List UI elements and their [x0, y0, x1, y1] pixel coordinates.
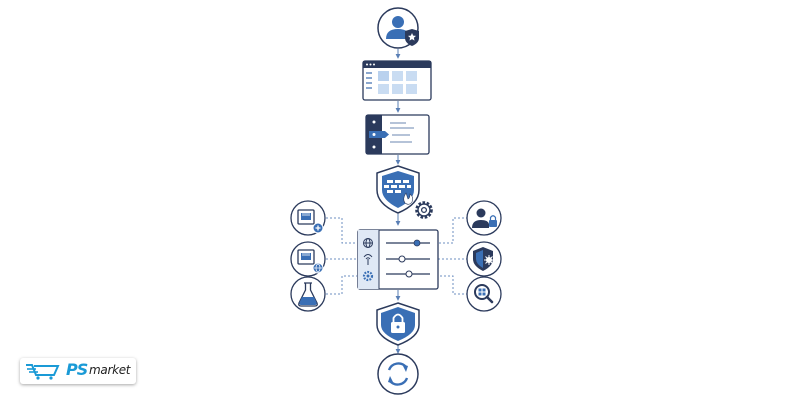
firewall-shield-icon — [376, 165, 420, 214]
sync-arrows-icon — [377, 353, 419, 395]
slider-1 — [386, 239, 430, 247]
slider-2 — [386, 255, 430, 263]
sidebar-menu-window-icon — [365, 114, 430, 155]
cog-small-icon — [362, 270, 374, 282]
shopping-cart-icon — [26, 364, 60, 380]
globe-icon — [363, 238, 373, 248]
user-admin-icon — [377, 7, 419, 49]
lab-flask-icon — [290, 276, 326, 312]
gear-icon — [415, 201, 433, 219]
network-port-add-icon — [290, 200, 326, 236]
psmarket-logo: PS market — [20, 358, 136, 384]
logo-brand-text: PS — [66, 360, 88, 379]
dashboard-window-icon — [362, 60, 432, 101]
logo-suffix-text: market — [89, 363, 131, 377]
slider-3 — [386, 270, 430, 278]
shield-virus-icon — [466, 241, 502, 277]
network-port-globe-icon — [290, 241, 326, 277]
user-lock-icon — [466, 200, 502, 236]
wifi-antenna-icon — [363, 254, 373, 265]
settings-sliders-panel — [357, 229, 439, 290]
dotted-side-connectors — [326, 217, 468, 295]
shield-lock-icon — [376, 302, 420, 346]
search-grid-icon — [466, 276, 502, 312]
